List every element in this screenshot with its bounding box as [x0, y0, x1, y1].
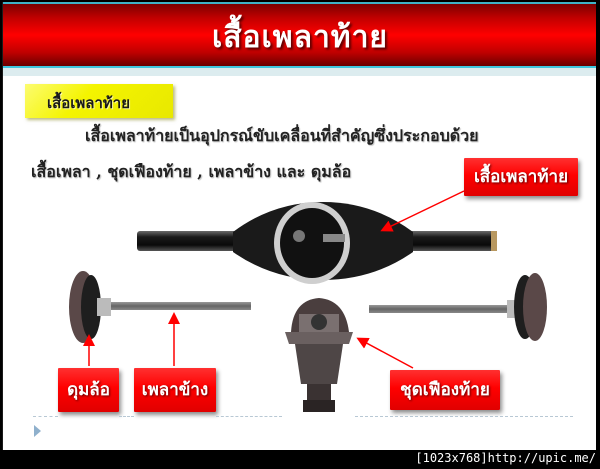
footer-divider	[119, 416, 134, 417]
callout-differential: ชุดเฟืองท้าย	[390, 370, 500, 410]
body-text-line-1: เสื้อเพลาท้ายเป็นอุปกรณ์ขับเคลื่อนที่สำค…	[85, 126, 479, 145]
footer-divider	[33, 416, 58, 417]
axle-illustration	[69, 190, 547, 412]
slide: เสื้อเพลาท้าย เสื้อเพลาท้าย เสื้อเพลาท้า…	[2, 2, 596, 450]
callout-side-shaft: เพลาข้าง	[134, 368, 216, 412]
right-wheel-hub-image	[369, 273, 547, 341]
callout-wheel-hub: ดุมล้อ	[58, 368, 119, 412]
axle-housing-image	[137, 202, 497, 284]
footer-divider	[355, 416, 573, 417]
title-bar: เสื้อเพลาท้าย	[3, 2, 596, 68]
differential-image	[285, 298, 353, 412]
image-watermark: [1023x768]http://upic.me/	[415, 451, 596, 465]
title-divider	[3, 68, 596, 76]
footer-divider	[216, 416, 282, 417]
arrow-to-differential	[356, 337, 414, 369]
next-slide-arrow-icon[interactable]	[34, 425, 41, 437]
section-label: เสื้อเพลาท้าย	[25, 84, 173, 118]
arrow-to-housing	[380, 190, 465, 232]
body-text-line-2: เสื้อเพลา , ชุดเฟืองท้าย , เพลาข้าง และ …	[31, 162, 352, 181]
left-wheel-hub-image	[69, 271, 251, 343]
resolution-text: [1023x768]	[415, 451, 488, 465]
callout-axle-housing: เสื้อเพลาท้าย	[464, 158, 578, 196]
slide-title: เสื้อเพลาท้าย	[211, 20, 389, 55]
watermark-url: http://upic.me/	[487, 451, 596, 465]
